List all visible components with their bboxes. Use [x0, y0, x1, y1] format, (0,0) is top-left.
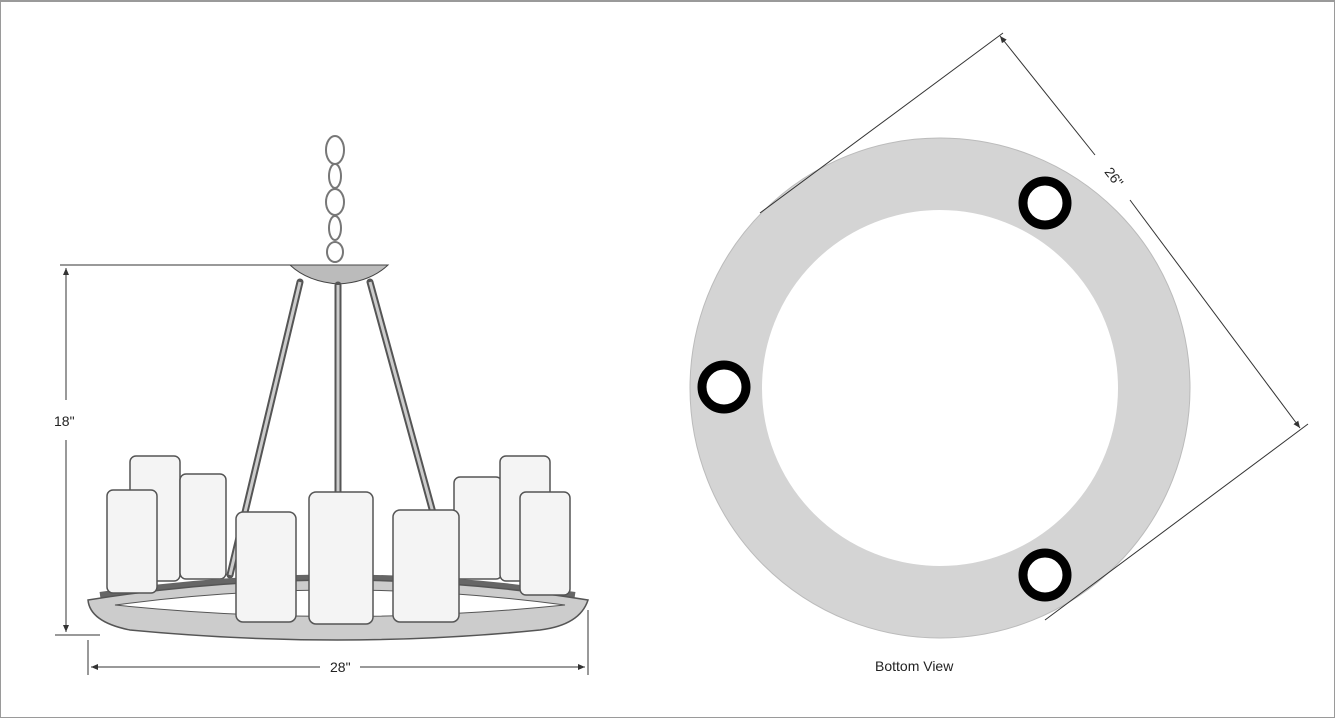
hole-bottom [1018, 548, 1072, 602]
chain [325, 135, 345, 263]
hole-left [697, 360, 751, 414]
side-view: 18" 28" [54, 135, 589, 675]
height-label: 18" [54, 413, 75, 429]
height-dimension [55, 264, 589, 675]
bottom-view-caption: Bottom View [875, 658, 954, 674]
bottom-view: 26" Bottom View [689, 32, 1309, 674]
mount-holes [697, 176, 1072, 602]
hole-top [1018, 176, 1072, 230]
diameter-dimension [759, 32, 1309, 621]
width-label: 28" [330, 659, 351, 675]
bottom-ring [690, 138, 1190, 638]
front-candles [106, 489, 571, 625]
diameter-label: 26" [1101, 164, 1126, 190]
